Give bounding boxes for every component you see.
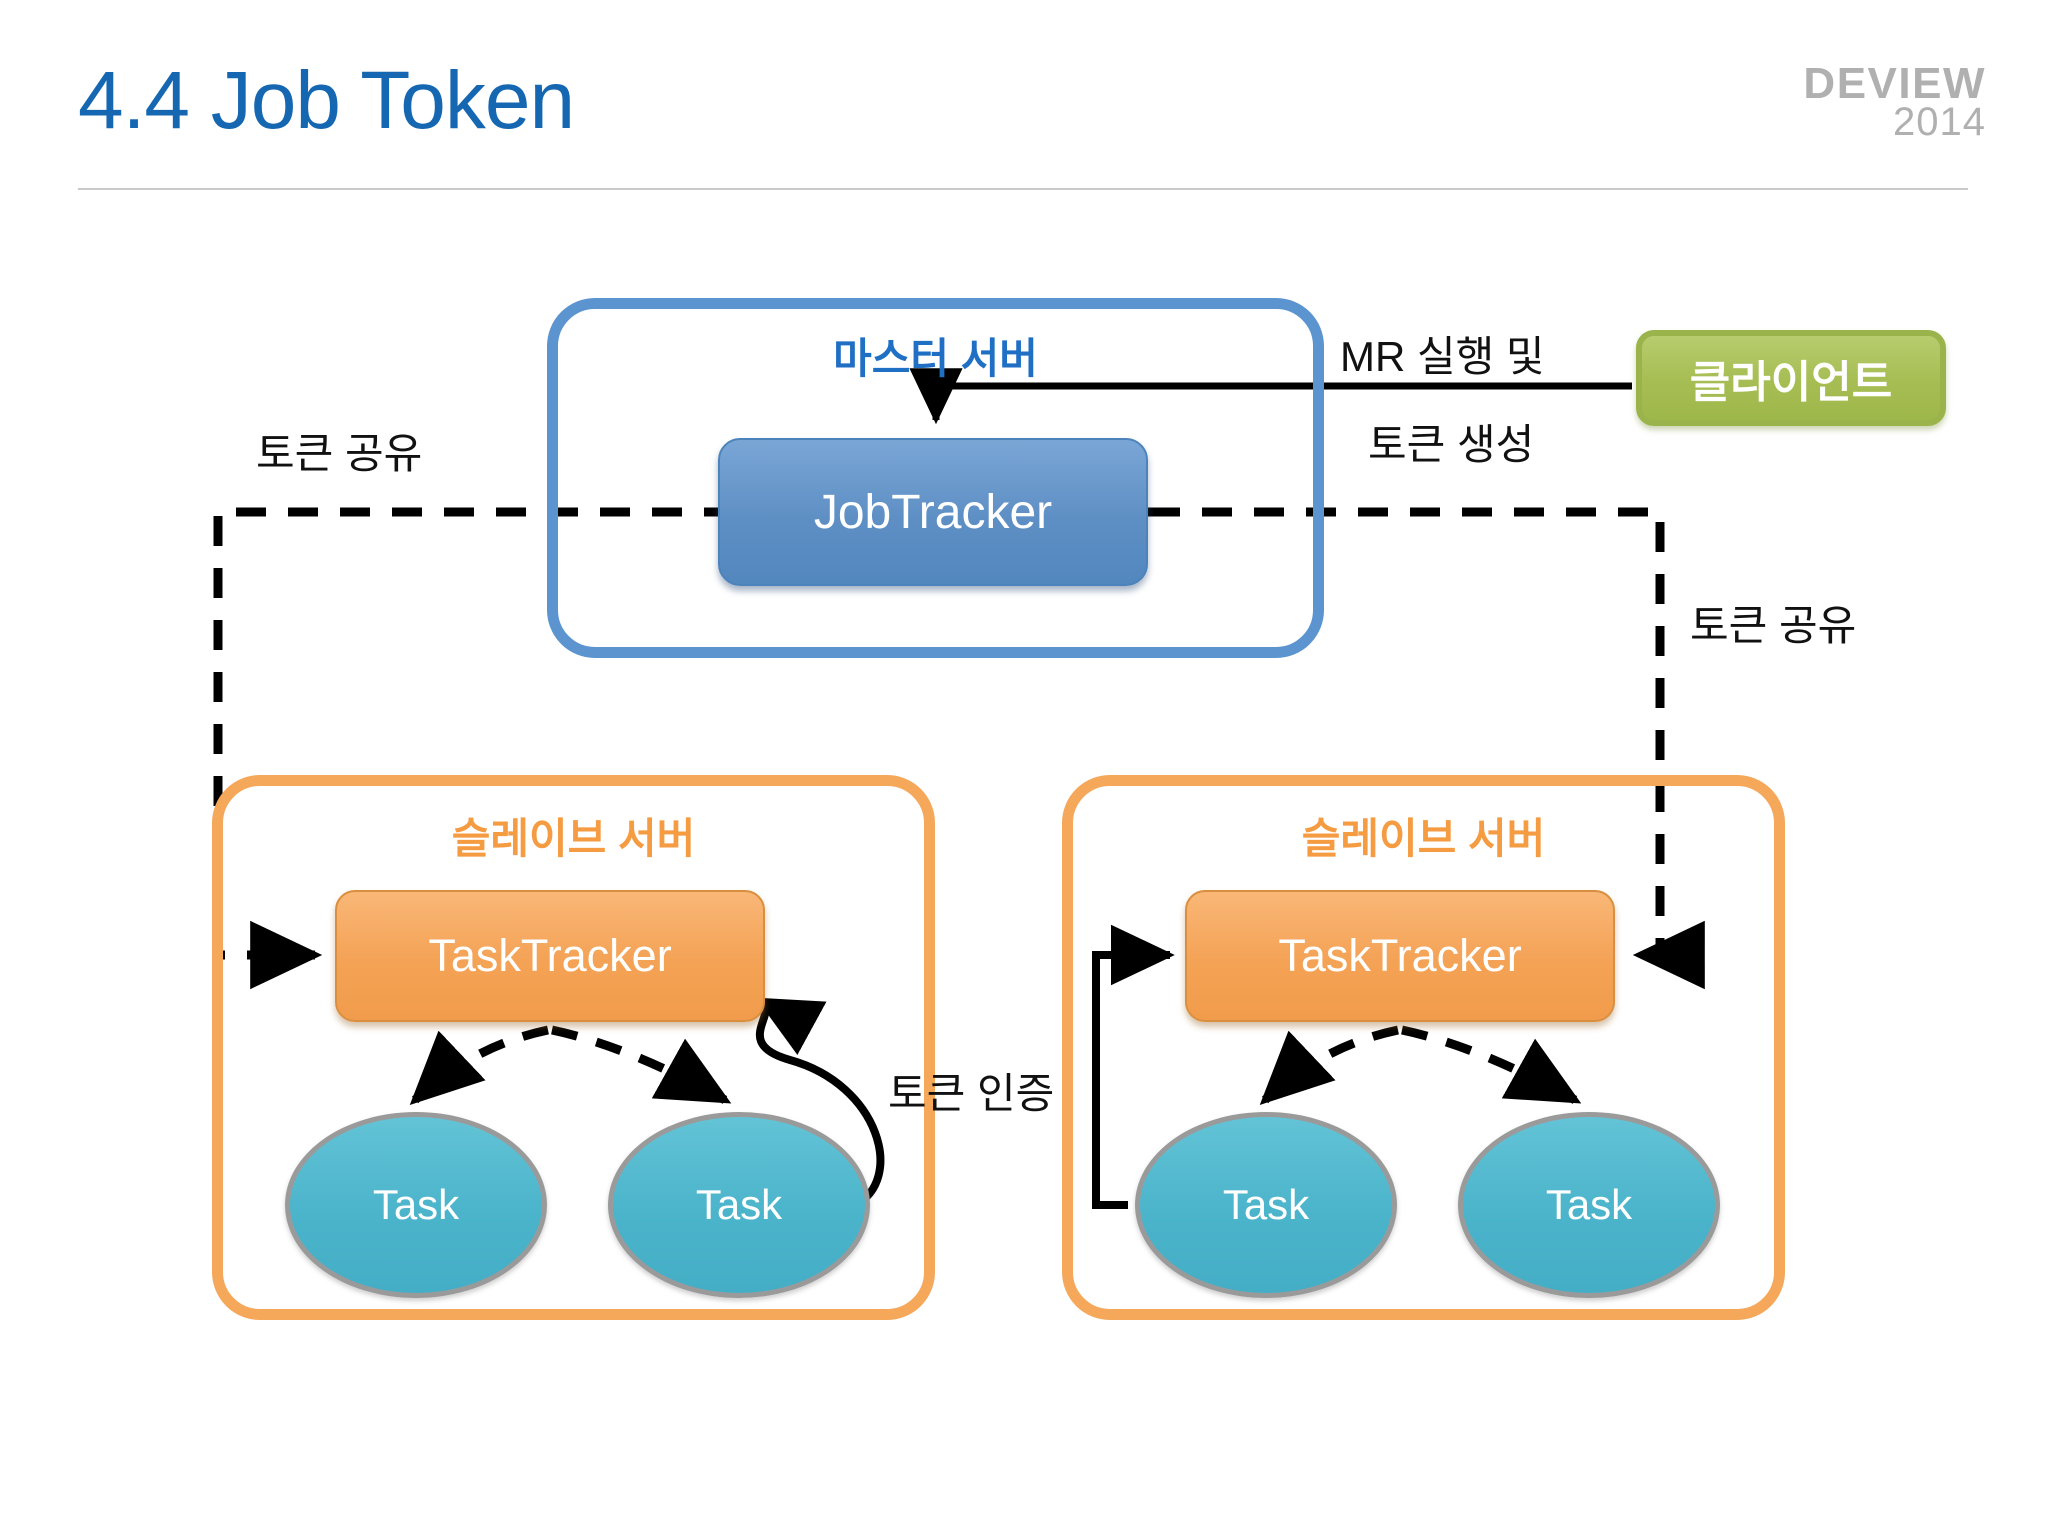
jobtracker-node[interactable]: JobTracker: [718, 438, 1148, 586]
deview-logo-year: 2014: [1893, 100, 1986, 144]
slave-server-container-left: [212, 775, 935, 1320]
task-node-left-2[interactable]: Task: [608, 1112, 870, 1298]
master-server-container: [547, 298, 1324, 658]
master-server-label: 마스터 서버: [833, 335, 1038, 382]
slave-server-label-right: 슬레이브 서버: [1301, 815, 1546, 862]
title-divider: [78, 188, 1968, 190]
task-node-left-1[interactable]: Task: [285, 1112, 547, 1298]
slave-server-container-right: [1062, 775, 1785, 1320]
task-node-right-1[interactable]: Task: [1135, 1112, 1397, 1298]
edge-label-token-share-left: 토큰 공유: [256, 430, 423, 477]
page-title: 4.4 Job Token: [78, 55, 575, 146]
task-node-right-2[interactable]: Task: [1458, 1112, 1720, 1298]
edge-label-token-share-right: 토큰 공유: [1690, 602, 1857, 649]
client-node[interactable]: 클라이언트: [1636, 330, 1946, 426]
tasktracker-node-left[interactable]: TaskTracker: [335, 890, 765, 1022]
deview-logo-main: DEVIEW: [1803, 59, 1986, 108]
edge-label-mr-exec: MR 실행 및: [1340, 333, 1545, 380]
deview-logo: DEVIEW 2014: [1803, 59, 1986, 144]
tasktracker-node-right[interactable]: TaskTracker: [1185, 890, 1615, 1022]
slave-server-label-left: 슬레이브 서버: [451, 815, 696, 862]
edge-label-token-create: 토큰 생성: [1368, 421, 1535, 468]
edge-label-token-auth: 토큰 인증: [888, 1070, 1055, 1117]
